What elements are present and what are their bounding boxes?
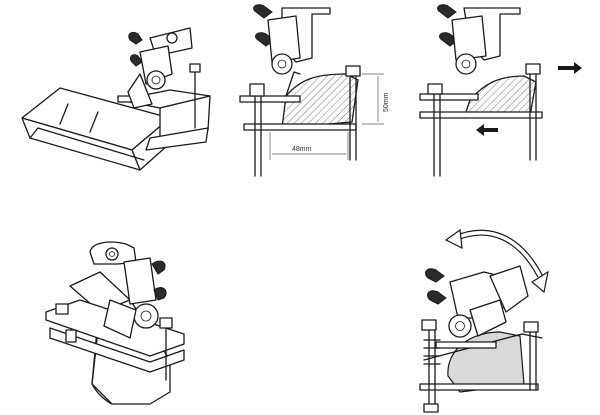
rotate-arrow-end-icon bbox=[530, 270, 549, 294]
bolts-adjust bbox=[433, 73, 537, 177]
panel-rotation bbox=[419, 228, 549, 413]
mount-head-side bbox=[253, 4, 331, 75]
dimension-width: 48mm bbox=[269, 132, 349, 160]
rotate-arrow-start-icon bbox=[444, 228, 463, 250]
wing-nut-icon bbox=[128, 31, 143, 45]
upper-plate bbox=[239, 95, 301, 103]
panel-isometric-mount bbox=[21, 27, 211, 171]
arrow-right-icon bbox=[558, 62, 582, 74]
arrow-left-icon bbox=[476, 124, 498, 136]
clamp-body-section bbox=[281, 71, 359, 129]
mount-head-gutter bbox=[89, 241, 167, 339]
rotation-arrow bbox=[444, 228, 549, 294]
panel-adjustment bbox=[419, 4, 582, 177]
clamp-body-adjust bbox=[463, 75, 537, 119]
mount-head-adjust bbox=[437, 4, 521, 75]
mount-head-iso bbox=[127, 27, 193, 109]
mount-head-rotated bbox=[425, 265, 529, 338]
clamp-body-rotated bbox=[419, 319, 543, 413]
height-dimension-label: 50mm bbox=[383, 92, 390, 112]
dimension-height: 50mm bbox=[362, 73, 390, 125]
panel-side-dimensions: 48mm 50mm bbox=[239, 4, 390, 177]
bolts-side bbox=[254, 75, 357, 177]
panel-mounted-gutter bbox=[45, 241, 185, 405]
direction-arrows bbox=[476, 62, 582, 136]
width-dimension-label: 48mm bbox=[292, 146, 312, 153]
